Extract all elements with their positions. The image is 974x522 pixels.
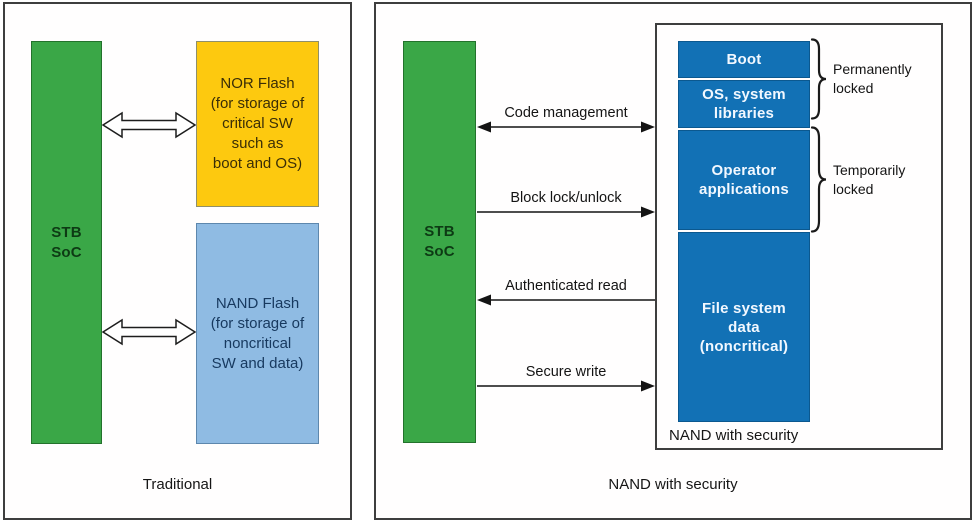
double-arrow-icon <box>102 318 196 346</box>
temporarily-locked-annotation: Temporarily locked <box>833 161 945 199</box>
memory-section-label: OS, system <box>702 86 786 103</box>
caption-traditional: Traditional <box>142 476 213 493</box>
memory-section-label: File system <box>702 299 786 317</box>
stb-soc-label-line: STB <box>424 223 455 240</box>
nand-flash-text-line: noncritical <box>223 334 292 352</box>
lock-annotation-line: Temporarily <box>833 162 906 178</box>
nor-flash-text-line: NOR Flash <box>220 75 295 92</box>
nor-flash-text-line: critical SW <box>222 115 293 132</box>
nor-flash-box: NOR Flash (for storage of critical SW su… <box>196 41 319 207</box>
memory-section-label: data <box>728 318 760 336</box>
memory-section-label: Operator <box>711 162 777 179</box>
memory-section-label: applications <box>699 181 789 198</box>
stb-soc-box-right: STB SoC <box>403 41 476 443</box>
brace-icon <box>810 126 827 233</box>
nand-flash-text-line: SW and data) <box>211 354 304 372</box>
double-arrow-icon <box>102 111 196 139</box>
nor-flash-text-line: such as <box>231 135 284 152</box>
memory-section-os: OS, system libraries <box>678 80 810 128</box>
right-arrow-icon <box>477 206 655 218</box>
arrow-label-authenticated-read: Authenticated read <box>505 278 627 294</box>
stb-soc-label-line: STB <box>51 223 82 241</box>
memory-section-boot: Boot <box>678 41 810 78</box>
nand-flash-text-line: NAND Flash <box>215 294 300 312</box>
memory-section-operator-apps: Operator applications <box>678 130 810 230</box>
memory-section-label: Boot <box>726 51 762 68</box>
caption-nand-with-security: NAND with security <box>608 476 738 493</box>
left-arrow-icon <box>477 294 655 306</box>
nand-flash-box: NAND Flash (for storage of noncritical S… <box>196 223 319 444</box>
stb-soc-label-line: SoC <box>424 243 455 260</box>
bidirectional-arrow-icon <box>477 121 655 133</box>
stb-soc-box-left: STB SoC <box>31 41 102 444</box>
arrow-label-block-lock-unlock: Block lock/unlock <box>510 190 622 206</box>
lock-annotation-line: Permanently <box>833 61 912 77</box>
right-arrow-icon <box>477 380 655 392</box>
memory-section-label: (noncritical) <box>699 337 789 355</box>
permanently-locked-annotation: Permanently locked <box>833 60 945 98</box>
brace-icon <box>810 38 827 120</box>
lock-annotation-line: locked <box>833 80 874 96</box>
stb-soc-label-line: SoC <box>51 243 82 261</box>
memory-section-label: libraries <box>713 105 775 122</box>
arrow-label-secure-write: Secure write <box>525 364 607 380</box>
nor-flash-text-line: (for storage of <box>210 95 305 112</box>
secure-nand-box-label: NAND with security <box>669 427 799 444</box>
arrow-label-code-management: Code management <box>504 105 628 121</box>
lock-annotation-line: locked <box>833 181 874 197</box>
memory-section-file-system: File system data (noncritical) <box>678 232 810 422</box>
nor-flash-text-line: boot and OS) <box>212 155 303 172</box>
nand-flash-text-line: (for storage of <box>210 314 305 332</box>
